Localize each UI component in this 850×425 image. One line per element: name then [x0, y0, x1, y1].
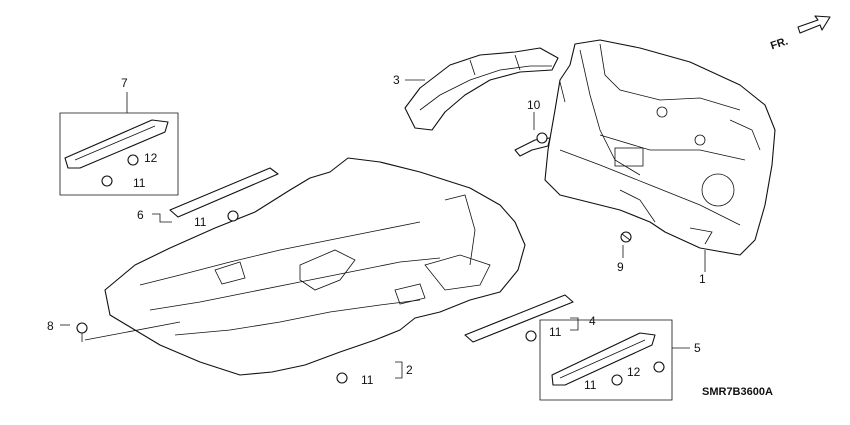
leader-8-line — [84, 321, 181, 341]
clip-11-e — [611, 374, 623, 386]
callout-5: 5 — [694, 341, 701, 355]
clip-11-d — [336, 372, 348, 384]
bolt-9-part — [620, 231, 632, 243]
bracket-frame-5 — [539, 319, 673, 401]
clip-10-part — [514, 132, 551, 157]
callout-6: 6 — [137, 208, 144, 222]
leader-4 — [570, 317, 579, 331]
leader-6 — [152, 213, 172, 223]
callout-11-e: 11 — [584, 378, 597, 392]
leader-2 — [395, 361, 403, 379]
callout-3: 3 — [393, 73, 400, 87]
callout-11-a: 11 — [133, 176, 146, 190]
callout-12-b: 12 — [627, 365, 641, 379]
sill-strip-6-part — [169, 167, 279, 218]
callout-10: 10 — [527, 98, 541, 112]
diagram-code: SMR7B3600A — [702, 386, 773, 398]
clip-11-b — [227, 210, 239, 222]
callout-11-d: 11 — [361, 373, 374, 387]
callout-7: 7 — [121, 76, 128, 90]
scuff-plate-5-part — [551, 332, 656, 386]
callout-8: 8 — [47, 319, 54, 333]
callout-1: 1 — [699, 272, 706, 286]
dashboard-insulator-part — [544, 39, 776, 256]
callout-11-b: 11 — [194, 215, 207, 229]
sill-strip-4-part — [464, 294, 574, 343]
callout-11-c: 11 — [549, 325, 562, 339]
clip-11-a — [101, 175, 113, 187]
front-direction-arrow: FR. — [769, 15, 831, 52]
callout-12-a: 12 — [144, 151, 158, 165]
clip-12-b — [653, 361, 665, 373]
clip-12-a — [127, 154, 139, 166]
clip-11-c — [525, 330, 537, 342]
bracket-frame-7 — [59, 112, 179, 196]
floor-carpet-part — [104, 157, 526, 376]
callout-9: 9 — [617, 260, 624, 274]
plug-8-part — [76, 322, 88, 342]
scuff-plate-7-part — [64, 119, 169, 169]
callout-2: 2 — [406, 363, 413, 377]
callout-4: 4 — [589, 314, 596, 328]
front-direction-label: FR. — [769, 35, 790, 52]
upper-insulator-part — [404, 47, 559, 131]
